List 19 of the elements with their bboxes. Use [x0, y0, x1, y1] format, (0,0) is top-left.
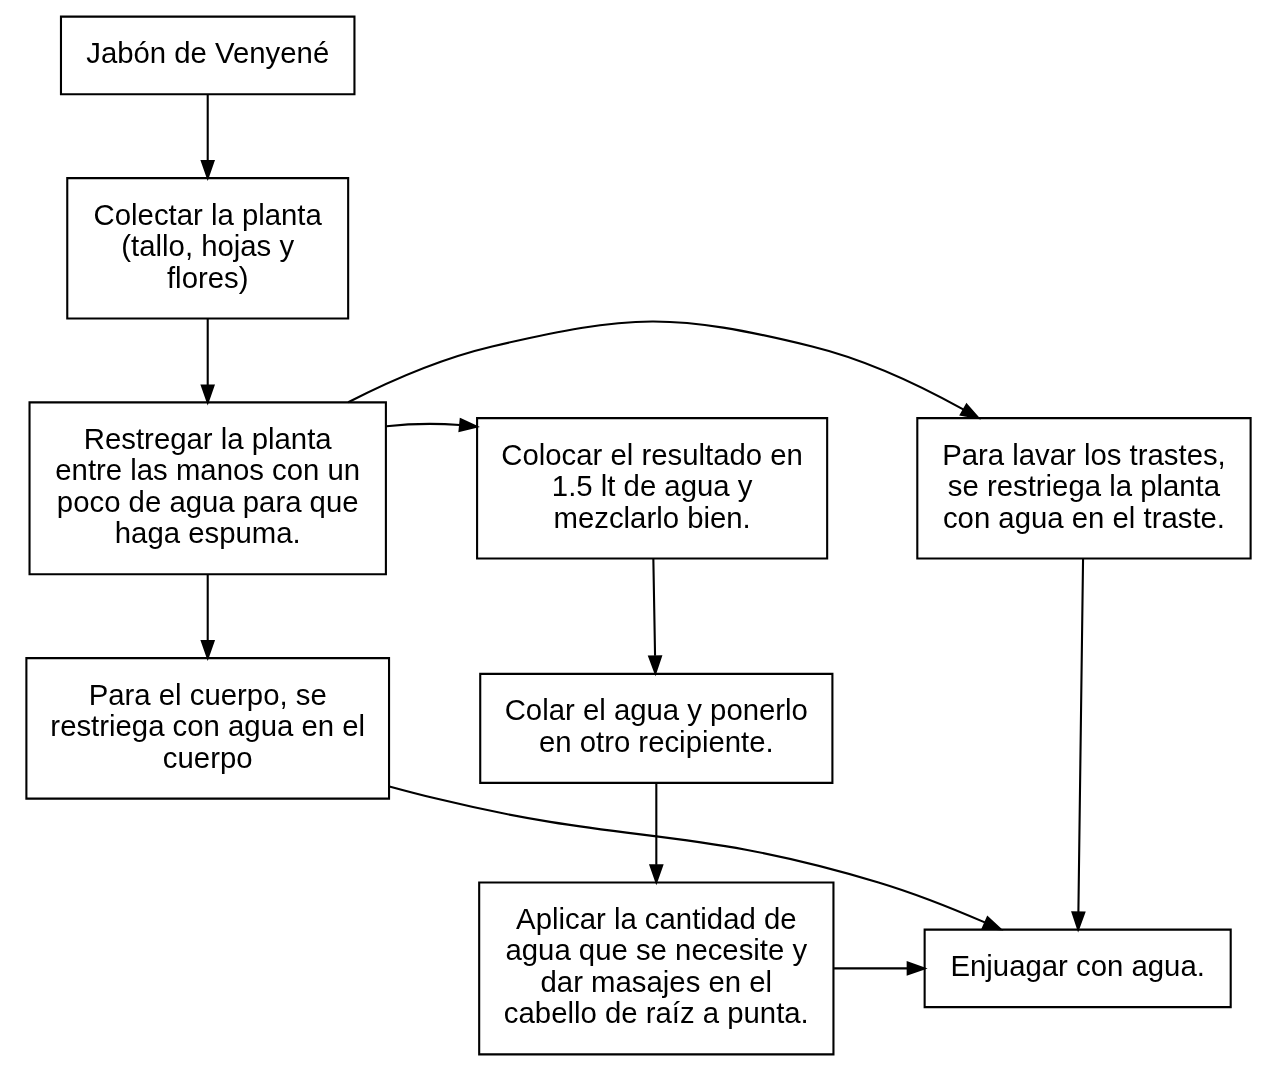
arrow	[833, 961, 928, 976]
node-box: Aplicar la cantidad de agua que se necesite y dar masajes en el cabello de raíz a punta.	[477, 881, 834, 1056]
node-box: Colocar el resultado en 1.5 lt de agua y mezclarlo bien.	[475, 417, 828, 560]
arrow	[199, 94, 215, 181]
arrow	[1070, 558, 1086, 933]
arrow	[647, 558, 662, 677]
node-box: Enjuagar con agua.	[923, 928, 1232, 1009]
node-box: Jabón de Venyené	[59, 15, 355, 96]
node-box: Colar el agua y ponerlo en otro recipiente.	[478, 672, 833, 784]
node-box: Colectar la planta (tallo, hojas y flores)	[65, 177, 349, 320]
node-box: Para el cuerpo, se restriega con agua en el cuerpo	[24, 657, 390, 800]
node-box: Para lavar los trastes, se restriega la planta con agua en el traste.	[915, 417, 1252, 560]
arrow	[199, 574, 215, 662]
node-box: Restregar la planta entre las manos con un poco de agua para que haga espuma.	[28, 401, 387, 576]
arrow	[199, 318, 215, 406]
arrow	[648, 783, 664, 886]
arrow	[385, 417, 480, 433]
arrow	[347, 320, 981, 420]
arrow	[388, 785, 1003, 931]
